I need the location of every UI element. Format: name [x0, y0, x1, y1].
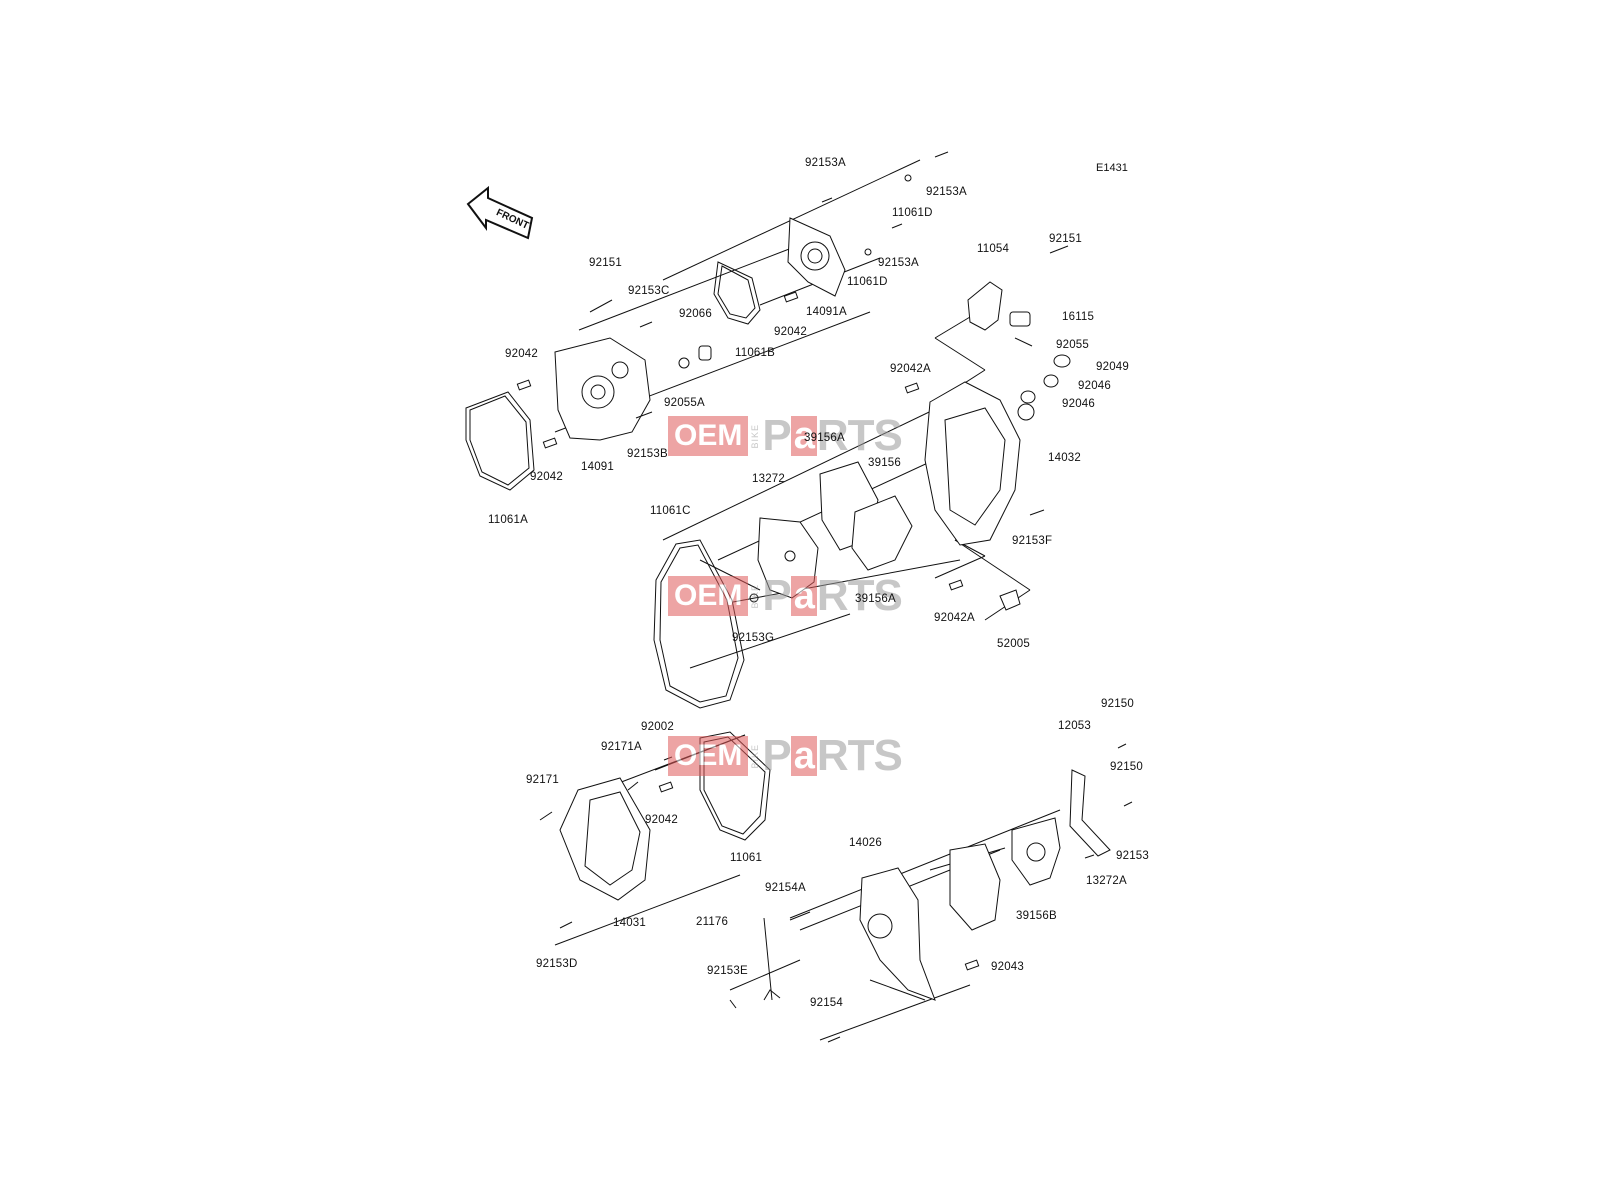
part-label[interactable]: 92042 — [774, 326, 807, 338]
watermark-bike: BIKE — [750, 423, 761, 449]
part-label[interactable]: 92150 — [1110, 761, 1143, 773]
part-label[interactable]: 11061A — [488, 514, 528, 526]
part-label[interactable]: 92150 — [1101, 698, 1134, 710]
part-label[interactable]: 92042 — [645, 814, 678, 826]
part-label[interactable]: 92043 — [991, 961, 1024, 973]
part-label[interactable]: 14091 — [581, 461, 614, 473]
part-label[interactable]: 12053 — [1058, 720, 1091, 732]
part-label[interactable]: 11061 — [730, 852, 763, 864]
part-label[interactable]: 92042A — [890, 363, 931, 375]
watermark-a: a — [790, 576, 817, 616]
watermark-a: a — [790, 736, 817, 776]
part-label[interactable]: 52005 — [997, 638, 1030, 650]
part-label[interactable]: 39156B — [1016, 910, 1057, 922]
part-label[interactable]: 92171 — [526, 774, 559, 786]
part-label[interactable]: 92151 — [589, 257, 622, 269]
part-label[interactable]: 92153A — [878, 257, 919, 269]
part-label[interactable]: 92153E — [707, 965, 748, 977]
part-label[interactable]: 92042 — [530, 471, 563, 483]
part-label[interactable]: 11061D — [892, 207, 933, 219]
watermark-bike: BIKE — [750, 583, 761, 609]
watermark-oem: OEM — [668, 736, 749, 776]
watermark-p: P — [762, 731, 791, 780]
part-label[interactable]: 92154 — [810, 997, 843, 1009]
part-label[interactable]: 92153A — [926, 186, 967, 198]
watermark-p: P — [762, 411, 791, 460]
part-label[interactable]: 92153 — [1116, 850, 1149, 862]
part-label[interactable]: 92066 — [679, 308, 712, 320]
part-label[interactable]: 92055 — [1056, 339, 1089, 351]
part-label[interactable]: 14032 — [1048, 452, 1081, 464]
watermark-a: a — [790, 416, 817, 456]
watermark-rts: RTS — [816, 571, 903, 620]
part-label[interactable]: 92046 — [1078, 380, 1111, 392]
part-label[interactable]: 92153D — [536, 958, 578, 970]
part-label[interactable]: 92153F — [1012, 535, 1053, 547]
part-label[interactable]: 92154A — [765, 882, 806, 894]
part-label[interactable]: 39156A — [855, 593, 896, 605]
part-label[interactable]: 92171A — [601, 741, 642, 753]
watermark-rts: RTS — [816, 731, 903, 780]
part-label[interactable]: 92153B — [627, 448, 668, 460]
part-label[interactable]: 11061D — [847, 276, 888, 288]
part-label[interactable]: 14026 — [849, 837, 882, 849]
part-label[interactable]: 92153C — [628, 285, 670, 297]
watermark-oem: OEM — [668, 576, 749, 616]
front-arrow-icon: FRONT — [466, 186, 534, 240]
part-label[interactable]: 21176 — [696, 916, 729, 928]
part-label[interactable]: 14091A — [806, 306, 847, 318]
part-label[interactable]: 92151 — [1049, 233, 1082, 245]
part-label[interactable]: 92042 — [505, 348, 538, 360]
part-label[interactable]: 92153A — [805, 157, 846, 169]
part-label[interactable]: 92042A — [934, 612, 975, 624]
watermark-oem: OEM — [668, 416, 749, 456]
part-label[interactable]: 16115 — [1062, 311, 1095, 323]
part-label[interactable]: 11054 — [977, 243, 1010, 255]
watermark-bike: BIKE — [750, 743, 761, 769]
part-label[interactable]: 92046 — [1062, 398, 1095, 410]
watermark-p: P — [762, 571, 791, 620]
diagram-code: E1431 — [1096, 162, 1128, 174]
part-label[interactable]: 92153G — [732, 632, 775, 644]
part-label[interactable]: 39156 — [868, 457, 901, 469]
part-label[interactable]: 11061C — [650, 505, 691, 517]
part-label[interactable]: 13272A — [1086, 875, 1127, 887]
part-label[interactable]: 11061B — [735, 347, 775, 359]
part-label[interactable]: 14031 — [613, 917, 646, 929]
part-label[interactable]: 39156A — [804, 432, 845, 444]
part-label[interactable]: 13272 — [752, 473, 785, 485]
part-label[interactable]: 92049 — [1096, 361, 1129, 373]
part-label[interactable]: 92002 — [641, 721, 674, 733]
watermark-rts: RTS — [816, 411, 903, 460]
part-label[interactable]: 92055A — [664, 397, 705, 409]
